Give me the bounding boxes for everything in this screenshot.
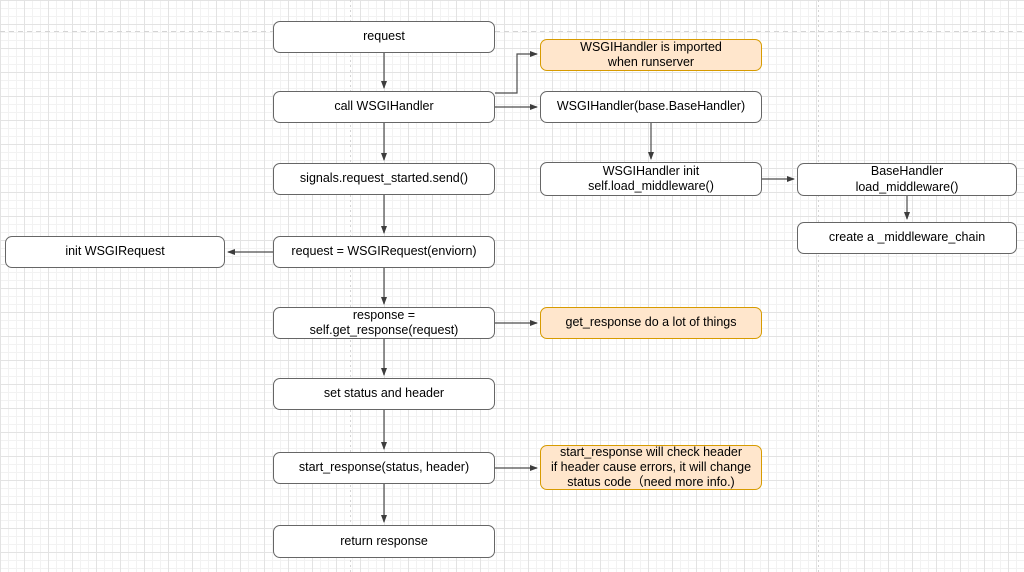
node-init-wsgirequest[interactable]: init WSGIRequest [5,236,225,268]
arrow-call-to-imported-note [495,51,538,94]
note-wsgihandler-imported[interactable]: WSGIHandler is imported when runserver [540,39,762,71]
note-start-response[interactable]: start_response will check header if head… [540,445,762,490]
node-request[interactable]: request [273,21,495,53]
node-basehandler-load-middleware[interactable]: BaseHandler load_middleware() [797,163,1017,196]
node-get-response-assign[interactable]: response = self.get_response(request) [273,307,495,339]
node-call-wsgihandler[interactable]: call WSGIHandler [273,91,495,123]
node-create-middleware-chain[interactable]: create a _middleware_chain [797,222,1017,254]
note-get-response[interactable]: get_response do a lot of things [540,307,762,339]
node-set-status-header[interactable]: set status and header [273,378,495,410]
node-start-response-call[interactable]: start_response(status, header) [273,452,495,484]
node-wsgihandler-base[interactable]: WSGIHandler(base.BaseHandler) [540,91,762,123]
node-wsgihandler-init[interactable]: WSGIHandler init self.load_middleware() [540,162,762,196]
node-wsgirequest-assign[interactable]: request = WSGIRequest(enviorn) [273,236,495,268]
node-signals-request-started[interactable]: signals.request_started.send() [273,163,495,195]
node-return-response[interactable]: return response [273,525,495,558]
